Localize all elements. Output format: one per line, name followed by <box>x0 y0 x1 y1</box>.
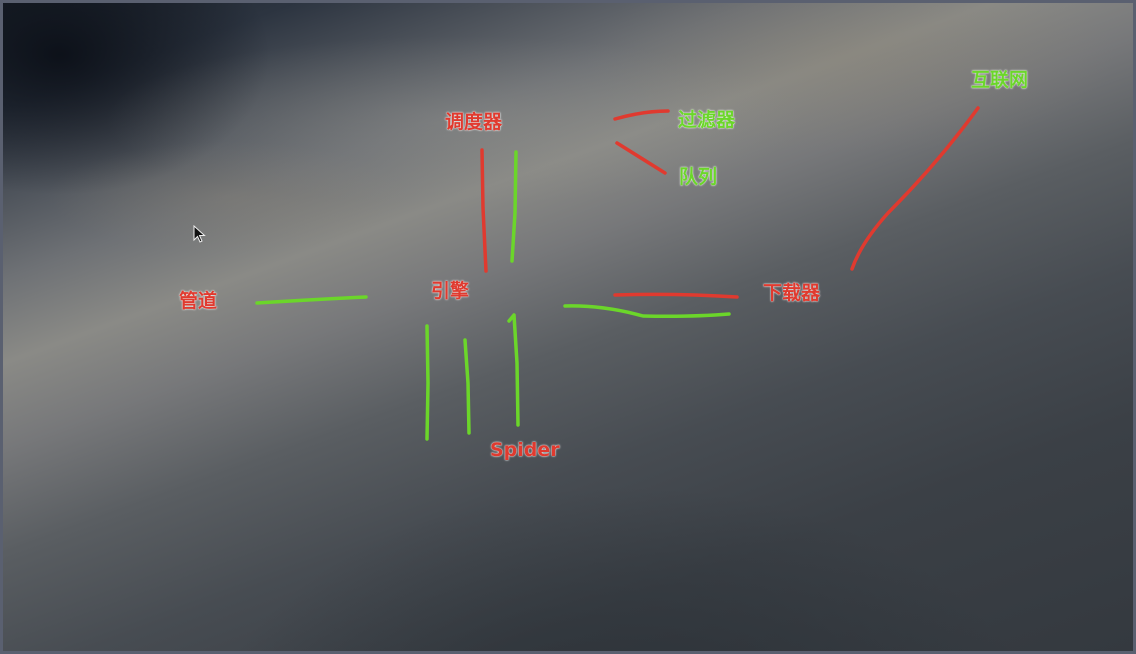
connector-spider-engine-green-3 <box>507 313 520 427</box>
spider-label: Spider <box>490 439 560 461</box>
connector-downloader-engine-green <box>563 304 731 318</box>
engine-label: 引擎 <box>431 280 470 302</box>
queue-label: 队列 <box>679 166 718 188</box>
connector-engine-spider-green-2 <box>463 338 471 435</box>
connector-scheduler-queue-red <box>615 141 667 175</box>
internet-label: 互联网 <box>971 69 1029 91</box>
pipeline-label: 管道 <box>179 290 218 312</box>
connector-scheduler-filter-red <box>613 109 670 121</box>
connector-engine-scheduler-green <box>510 150 518 263</box>
downloader-label: 下载器 <box>763 282 821 304</box>
connector-engine-spider-green-1 <box>425 324 430 441</box>
filter-label: 过滤器 <box>678 109 736 131</box>
connector-scheduler-engine-red <box>480 148 488 273</box>
connector-pipeline-engine-green <box>255 295 368 305</box>
mouse-pointer-icon <box>193 225 206 243</box>
connector-internet-downloader-red <box>850 106 980 271</box>
connector-engine-downloader-red <box>613 292 739 299</box>
scheduler-label: 调度器 <box>445 111 503 133</box>
connector-strokes <box>255 106 980 441</box>
